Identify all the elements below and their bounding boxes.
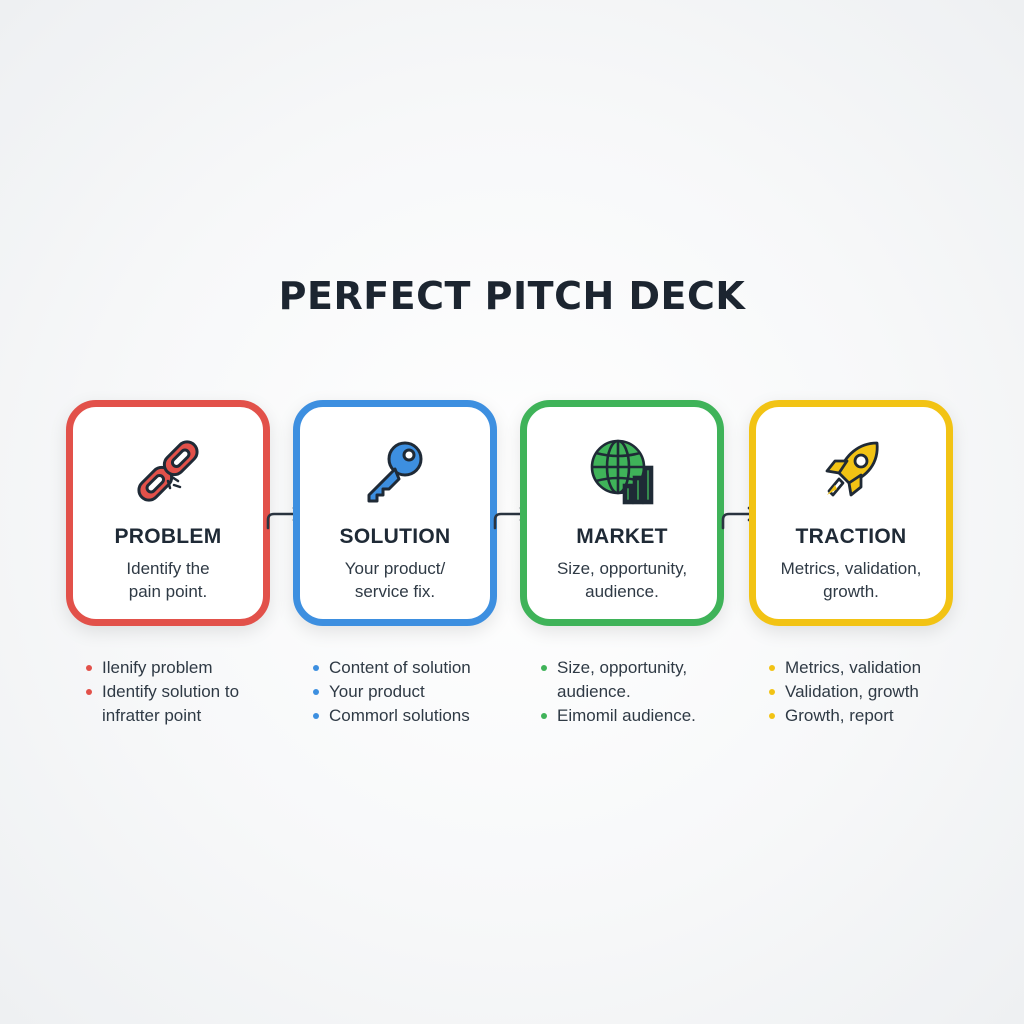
list-item-text: Ilenify problem [102,658,213,677]
step-description-line: pain point. [128,582,208,601]
key-icon [359,435,431,507]
step-description-line: Metrics, validation, [780,559,922,578]
bullet-dot-icon [769,665,775,671]
bullet-dot-icon [541,713,547,719]
step-description-line: Identify the [126,559,210,578]
step-description: Identify the pain point. [83,557,253,603]
list-item-text: Metrics, validation [785,658,922,677]
step-description-line: Size, opportunity, [556,559,688,578]
list-item-text: Content of solution [329,658,471,677]
list-item: Identify solution to infratter point [84,680,294,728]
step-card-market: MARKET Size, opportunity, audience. [520,400,724,626]
step-description: Your product/ service fix. [310,557,480,603]
step-heading: PROBLEM [114,525,222,548]
globe-bar-chart-icon [586,435,658,507]
list-item: Metrics, validation [767,656,977,680]
list-item: Your product [311,680,521,704]
list-item-text: Identify solution to infratter point [102,682,240,725]
list-item: Validation, growth [767,680,977,704]
bullet-dot-icon [86,665,92,671]
step-description: Metrics, validation, growth. [766,557,936,603]
step-description-line: Your product/ [344,559,446,578]
step-heading: MARKET [576,525,668,548]
list-item: Commorl solutions [311,704,521,728]
list-item: Ilenify problem [84,656,294,680]
list-item: Eimomil audience. [539,704,749,728]
step-card-solution: SOLUTION Your product/ service fix. [293,400,497,626]
list-item: Growth, report [767,704,977,728]
traction-bullet-list: Metrics, validation Validation, growth G… [767,656,977,728]
bullet-dot-icon [86,689,92,695]
step-description-line: service fix. [354,582,436,601]
rocket-icon [815,435,887,507]
market-bullet-list: Size, opportunity, audience. Eimomil aud… [539,656,749,728]
list-item-text: Validation, growth [785,682,919,701]
bullet-dot-icon [769,689,775,695]
bullet-dot-icon [541,665,547,671]
step-card-traction: TRACTION Metrics, validation, growth. [749,400,953,626]
list-item-text: Growth, report [785,706,894,725]
step-heading: SOLUTION [339,525,451,548]
list-item-text: Eimomil audience. [557,706,696,725]
step-heading: TRACTION [795,525,907,548]
broken-chain-link-icon [132,435,204,507]
list-item-text: Size, opportunity, audience. [557,658,688,701]
step-description-line: audience. [585,582,659,601]
bullet-dot-icon [313,689,319,695]
step-description-line: growth. [823,582,879,601]
page-title: PERFECT PITCH DECK [278,274,746,318]
bullet-dot-icon [313,713,319,719]
step-card-problem: PROBLEM Identify the pain point. [66,400,270,626]
bullet-dot-icon [313,665,319,671]
bullet-dot-icon [769,713,775,719]
list-item: Content of solution [311,656,521,680]
problem-bullet-list: Ilenify problem Identify solution to inf… [84,656,294,728]
list-item-text: Your product [329,682,425,701]
list-item: Size, opportunity, audience. [539,656,749,704]
solution-bullet-list: Content of solution Your product Commorl… [311,656,521,728]
list-item-text: Commorl solutions [329,706,470,725]
step-description: Size, opportunity, audience. [537,557,707,603]
